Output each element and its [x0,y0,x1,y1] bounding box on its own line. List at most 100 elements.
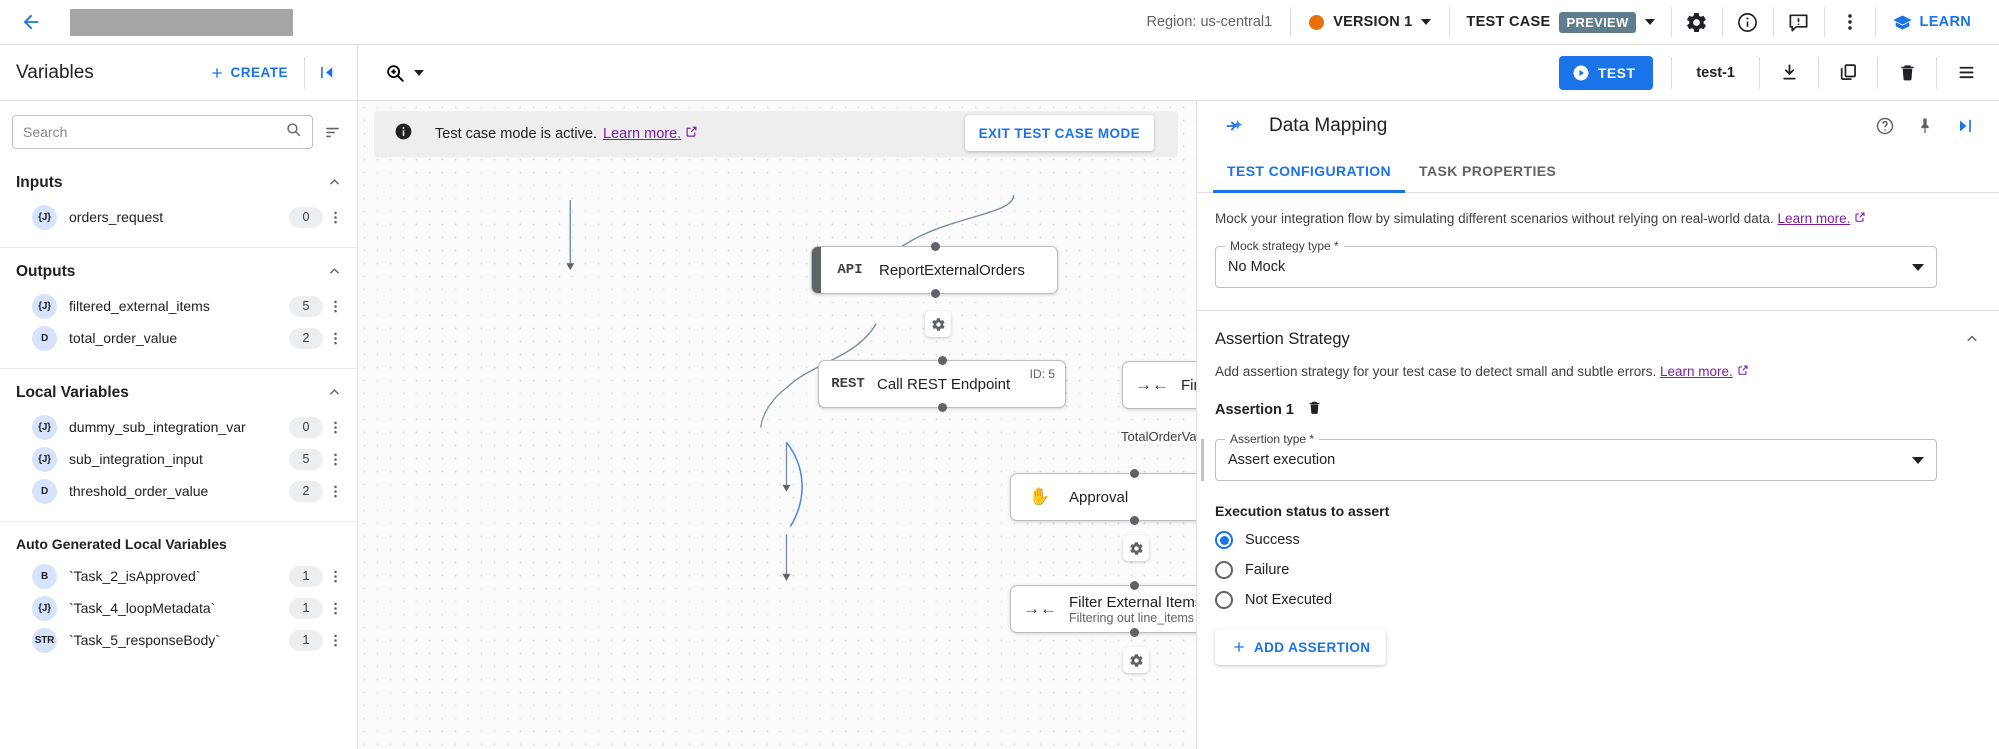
node-body: Approval [1069,489,1196,506]
delete-icon[interactable] [1306,399,1323,421]
info-icon[interactable] [1725,0,1771,45]
zoom-control[interactable] [384,62,424,84]
canvas-toolbar [358,45,1196,100]
variable-more-icon[interactable] [323,600,347,617]
feedback-icon[interactable] [1776,0,1822,45]
list-icon[interactable] [1943,50,1989,95]
flow-node[interactable]: ✋ApprovalID: 2 [1010,473,1196,521]
edge-gear-icon[interactable] [925,311,951,337]
chevron-up-icon [326,262,343,282]
download-icon[interactable] [1766,50,1812,95]
back-arrow-icon[interactable] [14,5,48,39]
test-case-selector[interactable]: TEST CASE PREVIEW [1452,11,1668,33]
banner-learn-more-link[interactable]: Learn more. [603,126,682,142]
help-icon[interactable] [1865,106,1905,146]
variable-type-badge: {J} [32,595,57,621]
variable-more-icon[interactable] [323,451,347,468]
variable-more-icon[interactable] [323,209,347,226]
edge-gear-icon[interactable] [1123,647,1149,673]
radio-button[interactable] [1215,561,1233,580]
exit-test-case-mode-button[interactable]: EXIT TEST CASE MODE [964,115,1154,151]
chevron-down-icon [1912,456,1924,464]
variable-section-header[interactable]: Auto Generated Local Variables [0,522,357,560]
variable-more-icon[interactable] [323,568,347,585]
variable-name: sub_integration_input [69,451,203,467]
region-label: Region: us-central1 [1146,14,1273,30]
pin-icon[interactable] [1905,106,1945,146]
variable-row[interactable]: {J}`Task_4_loopMetadata`1 [0,592,357,624]
edge-condition-label[interactable]: TotalOrderValue Above … [1121,429,1196,444]
more-vert-icon[interactable] [1827,0,1873,45]
radio-button[interactable] [1215,591,1233,610]
sort-icon[interactable] [319,123,345,142]
variable-name: `Task_2_isApproved` [69,568,201,584]
delete-icon[interactable] [1884,50,1930,95]
test-button[interactable]: TEST [1558,55,1654,90]
search-field[interactable] [12,115,313,149]
search-input[interactable] [23,124,285,140]
node-port[interactable] [930,242,940,251]
assertion-learn-more-link[interactable]: Learn more. [1659,364,1733,380]
variable-name: `Task_5_responseBody` [69,632,220,648]
gear-icon[interactable] [1674,0,1720,45]
variable-more-icon[interactable] [323,483,347,500]
mock-strategy-select[interactable]: Mock strategy type * No Mock [1215,239,1937,289]
node-port[interactable] [930,289,940,298]
assertion-description: Add assertion strategy for your test cas… [1215,362,1915,381]
node-port[interactable] [1130,628,1139,637]
data-mapping-icon [1215,106,1255,146]
copy-icon[interactable] [1825,50,1871,95]
node-label: Find Total Order Price [1181,376,1196,394]
radio-option-not-executed[interactable]: Not Executed [1215,591,1981,610]
variable-section-header[interactable]: Outputs [0,248,357,290]
variable-more-icon[interactable] [323,330,347,347]
add-assertion-button[interactable]: ADD ASSERTION [1215,629,1387,666]
assertion-type-select[interactable]: Assertion type * Assert execution [1215,432,1937,482]
divider [1772,7,1774,37]
node-port[interactable] [938,403,947,412]
variable-more-icon[interactable] [323,298,347,315]
assertion-strategy-header[interactable]: Assertion Strategy [1215,329,1981,350]
node-port[interactable] [1130,516,1139,525]
tab-task-properties[interactable]: TASK PROPERTIES [1419,163,1557,179]
chevron-down-icon [1912,263,1924,271]
version-selector[interactable]: VERSION 1 [1293,14,1447,30]
chevron-down-icon [414,69,424,76]
variable-row[interactable]: B`Task_2_isApproved`1 [0,560,357,592]
variable-section-header[interactable]: Inputs [0,159,357,201]
variable-section-header[interactable]: Local Variables [0,369,357,411]
create-variable-button[interactable]: CREATE [199,65,298,81]
flow-node[interactable]: →←Find Total Order PriceID: 1 [1122,361,1196,409]
edge-gear-icon[interactable] [1123,535,1149,561]
flow-canvas[interactable]: Test case mode is active. Learn more. EX… [358,101,1196,749]
learn-button[interactable]: LEARN [1878,12,1985,33]
radio-option-failure[interactable]: Failure [1215,561,1981,580]
node-type-icon: →← [1135,375,1169,394]
variable-section: Local Variables{J}dummy_sub_integration_… [0,369,357,522]
node-port[interactable] [1130,581,1139,590]
expand-panel-icon[interactable] [1945,106,1985,146]
tab-test-configuration[interactable]: TEST CONFIGURATION [1213,151,1406,193]
radio-button[interactable] [1215,531,1233,550]
variable-row[interactable]: STR`Task_5_responseBody`1 [0,624,357,656]
variable-count: 2 [289,480,323,502]
variable-more-icon[interactable] [323,632,347,649]
radio-option-success[interactable]: Success [1215,531,1981,550]
node-port[interactable] [938,356,947,365]
node-port[interactable] [1130,469,1139,478]
variable-more-icon[interactable] [323,419,347,436]
mock-learn-more-link[interactable]: Learn more. [1777,211,1851,226]
collapse-panel-icon[interactable] [311,63,343,82]
